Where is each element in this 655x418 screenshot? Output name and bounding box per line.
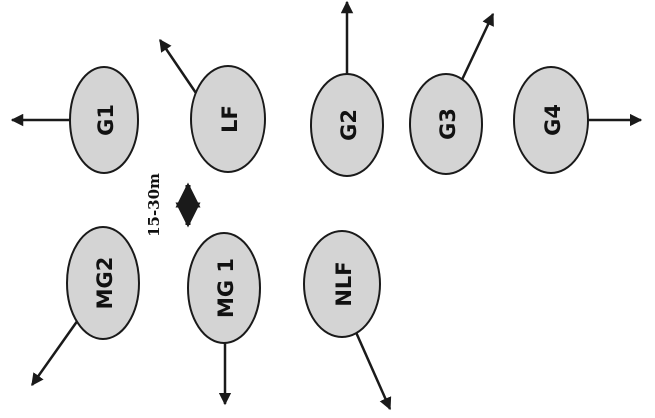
node-g4: G4 xyxy=(513,66,589,174)
node-g1: G1 xyxy=(69,66,139,174)
node-label: LF xyxy=(218,105,242,133)
node-label: G2 xyxy=(337,109,361,141)
distance-label: 15-30m xyxy=(145,173,163,237)
node-label: NLF xyxy=(332,261,356,306)
node-nlf: NLF xyxy=(303,230,381,338)
node-label: MG2 xyxy=(93,257,117,310)
nlf-direction-arrow xyxy=(353,329,392,411)
node-mg2: MG2 xyxy=(66,226,140,340)
direction-arrows xyxy=(10,0,643,411)
node-label: G4 xyxy=(541,104,565,136)
node-shape xyxy=(409,73,483,175)
node-g3: G3 xyxy=(409,73,483,175)
node-shape xyxy=(190,65,266,173)
node-shape xyxy=(187,232,261,344)
node-shape xyxy=(66,226,140,340)
node-g2: G2 xyxy=(310,73,384,177)
node-mg1: MG 1 xyxy=(187,232,261,344)
node-lf: LF xyxy=(190,65,266,173)
node-label: G3 xyxy=(436,108,460,140)
mg2-direction-arrow xyxy=(30,319,80,387)
node-shape xyxy=(513,66,589,174)
node-shape xyxy=(69,66,139,174)
g3-direction-arrow xyxy=(458,12,495,85)
lf-direction-arrow xyxy=(158,38,200,97)
node-label: MG 1 xyxy=(214,258,238,318)
node-shape xyxy=(310,73,384,177)
node-label: G1 xyxy=(94,104,118,136)
node-shape xyxy=(303,230,381,338)
